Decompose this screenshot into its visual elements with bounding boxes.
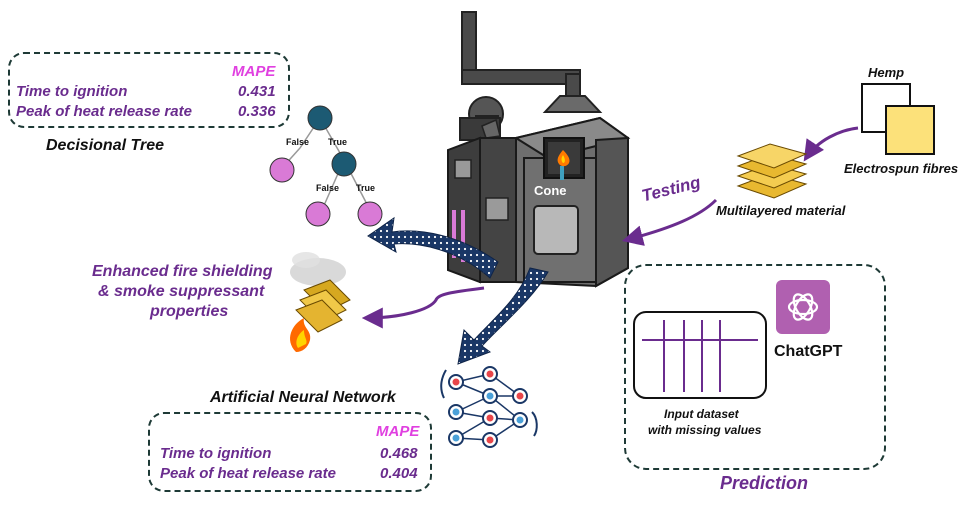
decision-tree-row-0-label: Time to ignition — [16, 83, 128, 100]
prediction-box — [624, 264, 886, 470]
tree-label-false-2: False — [316, 183, 340, 193]
tree-label-true-2: True — [356, 183, 376, 193]
tree-leaf-2 — [305, 201, 331, 227]
ann-mape-box — [148, 412, 432, 492]
arrow-fibres — [803, 126, 859, 162]
enhanced-line1: Enhanced fire shielding — [92, 263, 273, 280]
electrospun-label: Electrospun fibres — [844, 161, 959, 176]
multilayered-label: Multilayered material — [716, 203, 846, 218]
chimney — [461, 11, 603, 113]
enhanced-line2: & smoke suppressant — [98, 283, 265, 300]
decision-tree-mape-box — [8, 52, 290, 128]
decision-tree-row-1-label: Peak of heat release rate — [16, 103, 192, 120]
decision-tree-mape-header: MAPE — [232, 63, 276, 80]
chatgpt-label: ChatGPT — [774, 343, 843, 360]
chatgpt-logo-icon — [776, 280, 830, 334]
arrow-to-decision-tree — [367, 216, 499, 279]
fire-shield-graphic — [290, 252, 351, 352]
prediction-title: Prediction — [720, 473, 809, 493]
arrow-testing — [621, 198, 718, 246]
multilayered-stack — [736, 143, 808, 199]
ann-row-0-label: Time to ignition — [160, 445, 272, 462]
tree-label-false-1: False — [286, 137, 310, 147]
cone-label: Cone — [534, 183, 567, 198]
arrow-enhanced — [361, 286, 485, 329]
decision-tree-graphic — [269, 105, 383, 227]
decision-tree-title: Decisional Tree — [46, 137, 164, 154]
decision-tree-row-0-value: 0.431 — [238, 83, 276, 100]
tree-node-inner — [331, 151, 357, 177]
ann-row-1-value: 0.404 — [380, 465, 418, 482]
input-dataset-graphic — [633, 311, 767, 399]
arrow-to-ann — [457, 267, 549, 365]
tree-label-true-1: True — [328, 137, 348, 147]
ann-mape-header: MAPE — [376, 423, 420, 440]
tree-leaf-3 — [357, 201, 383, 227]
enhanced-line3: properties — [150, 303, 229, 320]
tree-leaf-1 — [269, 157, 295, 183]
dataset-line1: Input dataset — [664, 407, 739, 421]
ann-title: Artificial Neural Network — [210, 389, 396, 406]
ann-row-0-value: 0.468 — [380, 445, 418, 462]
tree-node-root — [307, 105, 333, 131]
dataset-line2: with missing values — [648, 423, 762, 437]
decision-tree-row-1-value: 0.336 — [238, 103, 276, 120]
electrospun-square — [885, 105, 935, 155]
hemp-label: Hemp — [868, 65, 905, 80]
ann-row-1-label: Peak of heat release rate — [160, 465, 336, 482]
neural-network-graphic — [440, 366, 538, 448]
